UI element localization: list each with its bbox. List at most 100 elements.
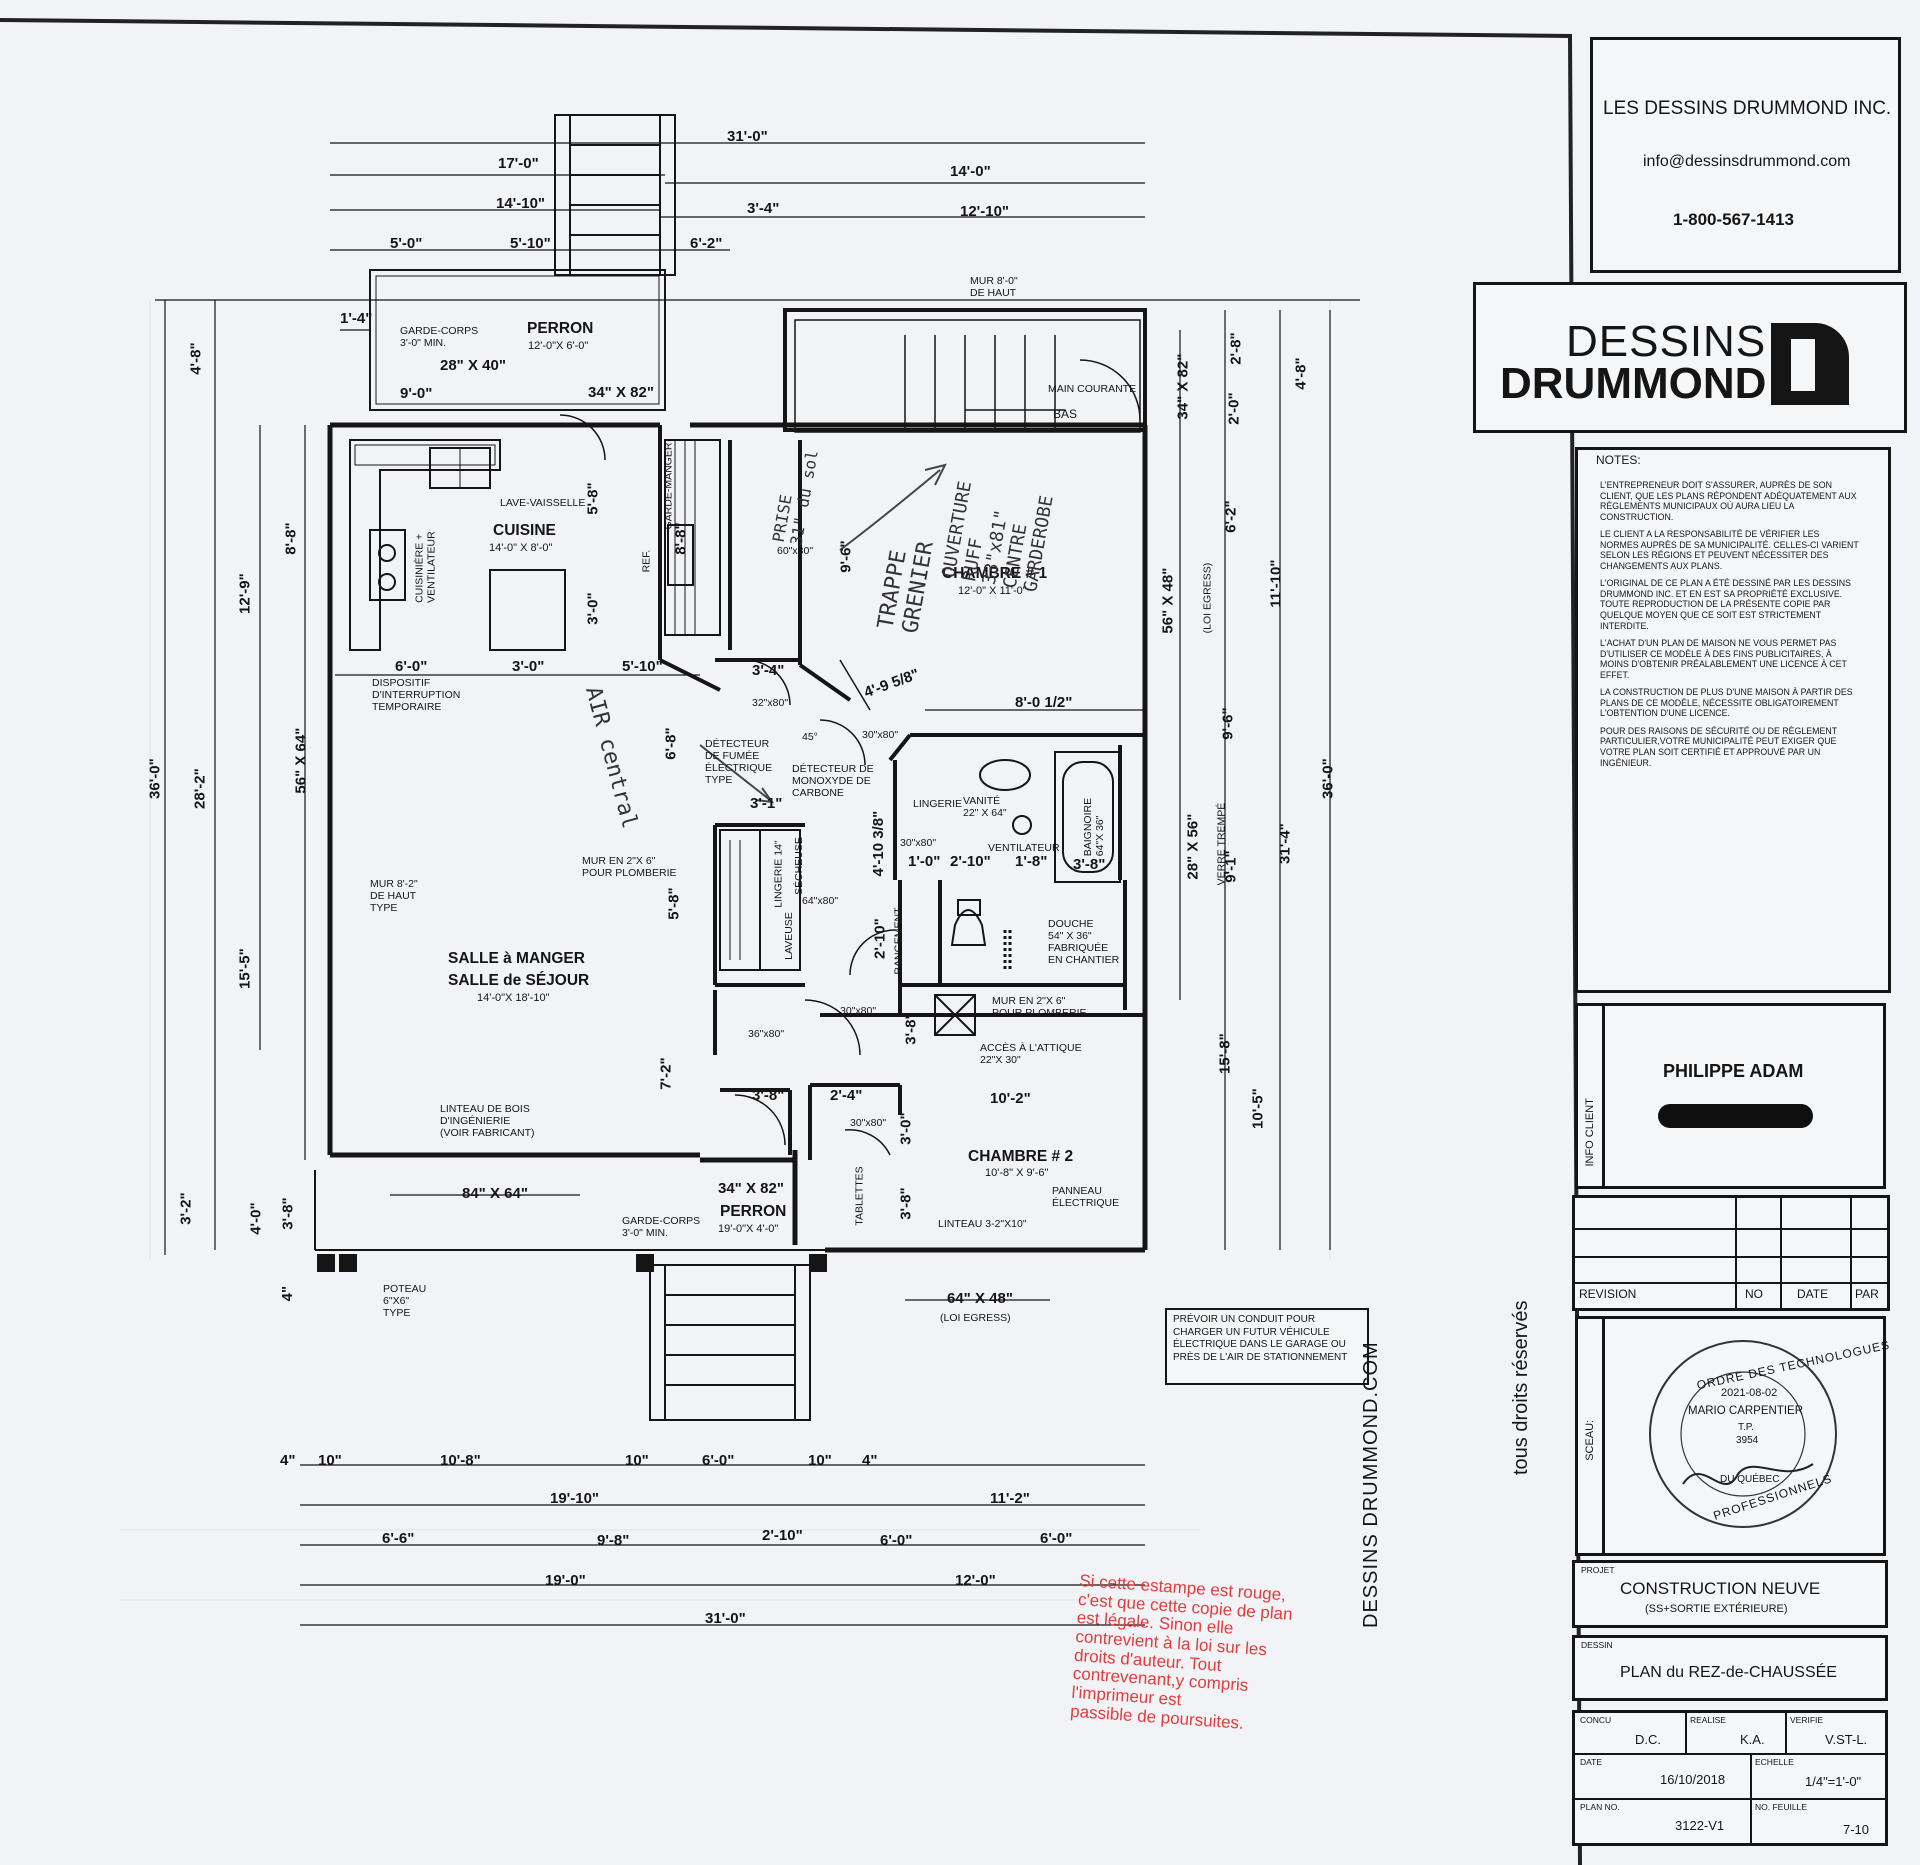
dim-top-seg-3: 6'-2": [690, 235, 723, 252]
revision-no: NO: [1745, 1287, 1763, 1301]
date-value: 16/10/2018: [1660, 1772, 1726, 1787]
dim-in-25: 3'-8": [897, 1187, 915, 1220]
door-64x80: 64"x80": [802, 895, 839, 907]
room-cuisine-size: 14'-0" X 8'-0": [489, 542, 553, 554]
dim-left-7: 15'-5": [236, 948, 254, 989]
feuille-label: NO. FEUILLE: [1755, 1802, 1807, 1812]
room-chambre2-size: 10'-8" X 9'-6": [985, 1167, 1049, 1179]
door-30x80-c: 30"x80": [840, 1005, 877, 1017]
company-phone: 1-800-567-1413: [1673, 210, 1794, 229]
company-name: LES DESSINS DRUMMOND INC.: [1603, 98, 1892, 119]
label-lingerie-14: LINGERIE 14": [772, 840, 785, 908]
label-tablettes: TABLETTES: [853, 1166, 866, 1226]
dim-overall-top: 31'-0": [727, 128, 768, 145]
notes-list: L'ENTREPRENEUR DOIT S'ASSURER, AUPRÈS DE…: [1600, 480, 1860, 775]
label-panneau: PANNEAU ÉLECTRIQUE: [1052, 1185, 1120, 1210]
client-name: PHILIPPE ADAM: [1663, 1061, 1804, 1081]
dim-left-10: 3'-8": [279, 1197, 297, 1230]
dim-bot-4: 10": [625, 1452, 649, 1469]
dim-left-5: 28'-2": [191, 768, 209, 809]
dim-bot-11: 9'-8": [597, 1532, 630, 1549]
room-perron-front-size: 19'-0"X 4'-0": [718, 1223, 779, 1235]
seal-label: SCEAU:: [1584, 1419, 1597, 1461]
dim-bot-14: 6'-0": [1040, 1530, 1073, 1547]
label-lave-vaisselle: LAVE-VAISSELLE: [500, 497, 586, 509]
client-box: INFO CLIENT PHILIPPE ADAM: [1575, 1003, 1886, 1189]
dim-bot-3: 10'-8": [440, 1452, 481, 1469]
drawing-title: PLAN du REZ-de-CHAUSSÉE: [1620, 1664, 1837, 1681]
dim-in-18: 5'-8": [665, 887, 683, 920]
dim-left-1: 4'-8": [187, 342, 205, 375]
date-label: DATE: [1580, 1757, 1603, 1767]
laundry-area: [719, 829, 801, 971]
engineer-seal-stamp: [1649, 1340, 1837, 1528]
label-cuisiniere: CUISINIÈRE + VENTILATEUR: [413, 531, 438, 603]
handwritten-ouverture: OUVERTURE RUFF 33"x81" CENTRE GARDEROBE: [938, 479, 1058, 594]
label-garde-manger: GARDE-MANGER: [662, 442, 675, 530]
revision-date: DATE: [1797, 1287, 1829, 1301]
room-perron-back-size: 12'-0"X 6'-0": [528, 340, 589, 352]
dimension-lines: [155, 142, 1360, 1626]
dim-bot-8: 19'-10": [550, 1490, 600, 1507]
label-poteau: POTEAU 6"X6" TYPE: [383, 1283, 427, 1320]
seal-name: MARIO CARPENTIER: [1688, 1405, 1804, 1417]
revision-label: REVISION: [1579, 1287, 1637, 1301]
dim-top-right: 14'-0": [950, 163, 991, 180]
door-size-front: 34" X 82": [718, 1180, 784, 1197]
room-salle-size: 14'-0"X 18'-10": [477, 992, 550, 1004]
plan-no-value: 3122-V1: [1675, 1818, 1725, 1833]
side-banner-site: DESSINS DRUMMOND.COM: [1360, 1341, 1382, 1628]
redacted-bar: [1658, 1104, 1813, 1128]
dim-in-24: 3'-0": [897, 1112, 915, 1145]
dim-overall-bottom: 31'-0": [705, 1610, 746, 1627]
dim-in-17: 3'-8": [1073, 856, 1106, 873]
dim-rail: 1'-4": [340, 310, 373, 327]
dim-top-right-2: 12'-10": [960, 203, 1010, 220]
dim-top-seg-1: 5'-0": [390, 235, 423, 252]
project-title: CONSTRUCTION NEUVE: [1620, 1579, 1821, 1598]
door-size-stair: 34" X 82": [1174, 353, 1192, 420]
dim-right-6: 11'-10": [1267, 559, 1285, 608]
dim-in-14: 1'-0": [908, 853, 941, 870]
exterior-walls: [327, 422, 1148, 1253]
dim-bot-2: 10": [318, 1452, 342, 1469]
window-size-top: 28" X 40": [440, 357, 506, 374]
label-mur-plomberie-2: MUR EN 2"X 6" POUR PLOMBERIE: [992, 995, 1087, 1020]
garage-note: PRÉVOIR UN CONDUIT POUR CHARGER UN FUTUR…: [1165, 1308, 1369, 1385]
dim-deck: 9'-0": [400, 385, 433, 402]
note-item: L'ACHAT D'UN PLAN DE MAISON NE VOUS PERM…: [1600, 638, 1847, 680]
concu-label: CONCU: [1580, 1715, 1612, 1725]
project-subtitle: (SS+SORTIE EXTÉRIEURE): [1645, 1603, 1788, 1615]
dim-bot-6: 10": [808, 1452, 832, 1469]
label-linteau-bois: LINTEAU DE BOIS D'INGÉNIERIE (VOIR FABRI…: [440, 1103, 535, 1140]
dim-left-overall: 36'-0": [146, 758, 164, 799]
label-mur-plomberie-1: MUR EN 2"X 6" POUR PLOMBERIE: [582, 855, 677, 880]
door-30x80-d: 30"x80": [850, 1117, 887, 1129]
dim-in-16: 1'-8": [1015, 853, 1048, 870]
dim-top-left: 17'-0": [498, 155, 539, 172]
egress-ch1: (LOI EGRESS): [1201, 562, 1214, 634]
label-vanite: VANITÉ 22" X 64": [963, 795, 1007, 820]
room-salle-sejour: SALLE de SÉJOUR: [448, 972, 590, 989]
notes-box: NOTES: L'ENTREPRENEUR DOIT S'ASSURER, AU…: [1575, 447, 1891, 993]
dim-right-overall: 36'-0": [1319, 758, 1337, 799]
logo-dessins: DESSINS: [1566, 317, 1767, 366]
dim-in-22: 2'-4": [830, 1087, 863, 1104]
dim-in-3: 5'-10": [622, 658, 663, 675]
echelle-value: 1/4"=1'-0": [1805, 1774, 1862, 1789]
dim-stair-width: 3'-4": [747, 200, 780, 217]
seal-number: 3954: [1736, 1435, 1759, 1446]
side-banner-rights: tous droits réservés: [1510, 1300, 1532, 1475]
room-perron-back: PERRON: [527, 320, 594, 337]
label-linteau-3: LINTEAU 3-2"X10": [938, 1218, 1027, 1230]
label-laveuse: LAVEUSE: [782, 912, 795, 960]
label-lingerie: LINGERIE: [913, 798, 963, 810]
label-mur-type: MUR 8'-2" DE HAUT TYPE: [370, 878, 418, 915]
company-email: info@dessinsdrummond.com: [1643, 153, 1851, 170]
seal-tp: T.P.: [1738, 1422, 1754, 1433]
seal-quebec: DU QUÉBEC: [1720, 1474, 1780, 1485]
room-cuisine: CUISINE: [493, 522, 556, 539]
dim-bot-12: 2'-10": [762, 1527, 803, 1544]
pen-annotations: [699, 463, 947, 804]
